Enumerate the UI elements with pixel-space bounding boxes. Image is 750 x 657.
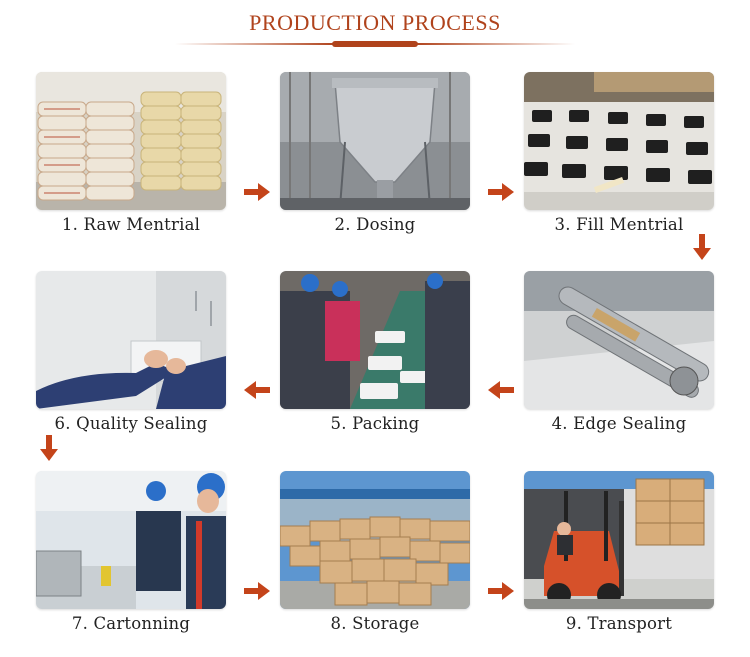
arrow-right-icon (488, 183, 514, 201)
step-transport: 9. Transport (524, 471, 714, 633)
step-label: 9. Transport (565, 614, 673, 633)
arrow-left-icon (488, 381, 514, 399)
arrow-right-icon (244, 582, 270, 600)
raw-material-photo (36, 72, 226, 210)
title-divider-accent (332, 41, 418, 47)
step-label: 3. Fill Mentrial (554, 215, 684, 234)
arrow-down-icon (693, 234, 711, 260)
arrow-left-icon (244, 381, 270, 399)
step-storage: 8. Storage (280, 471, 470, 633)
page-title: PRODUCTION PROCESS (249, 10, 501, 35)
step-label: 1. Raw Mentrial (61, 215, 201, 234)
quality-sealing-photo (36, 271, 226, 409)
step-label: 2. Dosing (334, 215, 416, 234)
step-edge-sealing: 4. Edge Sealing (524, 271, 714, 433)
step-label: 8. Storage (330, 614, 420, 633)
step-label: 7. Cartonning (71, 614, 191, 633)
transport-photo (524, 471, 714, 609)
arrow-right-icon (488, 582, 514, 600)
dosing-photo (280, 72, 470, 210)
step-quality-sealing: 6. Quality Sealing (36, 271, 226, 433)
arrow-right-icon (244, 183, 270, 201)
step-label: 5. Packing (330, 414, 420, 433)
step-dosing: 2. Dosing (280, 72, 470, 234)
packing-photo (280, 271, 470, 409)
edge-sealing-photo (524, 271, 714, 409)
storage-photo (280, 471, 470, 609)
cartonning-photo (36, 471, 226, 609)
step-label: 6. Quality Sealing (54, 414, 208, 433)
step-raw-material: 1. Raw Mentrial (36, 72, 226, 234)
step-cartonning: 7. Cartonning (36, 471, 226, 633)
fill-material-photo (524, 72, 714, 210)
arrow-down-icon (40, 435, 58, 461)
step-packing: 5. Packing (280, 271, 470, 433)
step-label: 4. Edge Sealing (551, 414, 687, 433)
step-fill-material: 3. Fill Mentrial (524, 72, 714, 234)
